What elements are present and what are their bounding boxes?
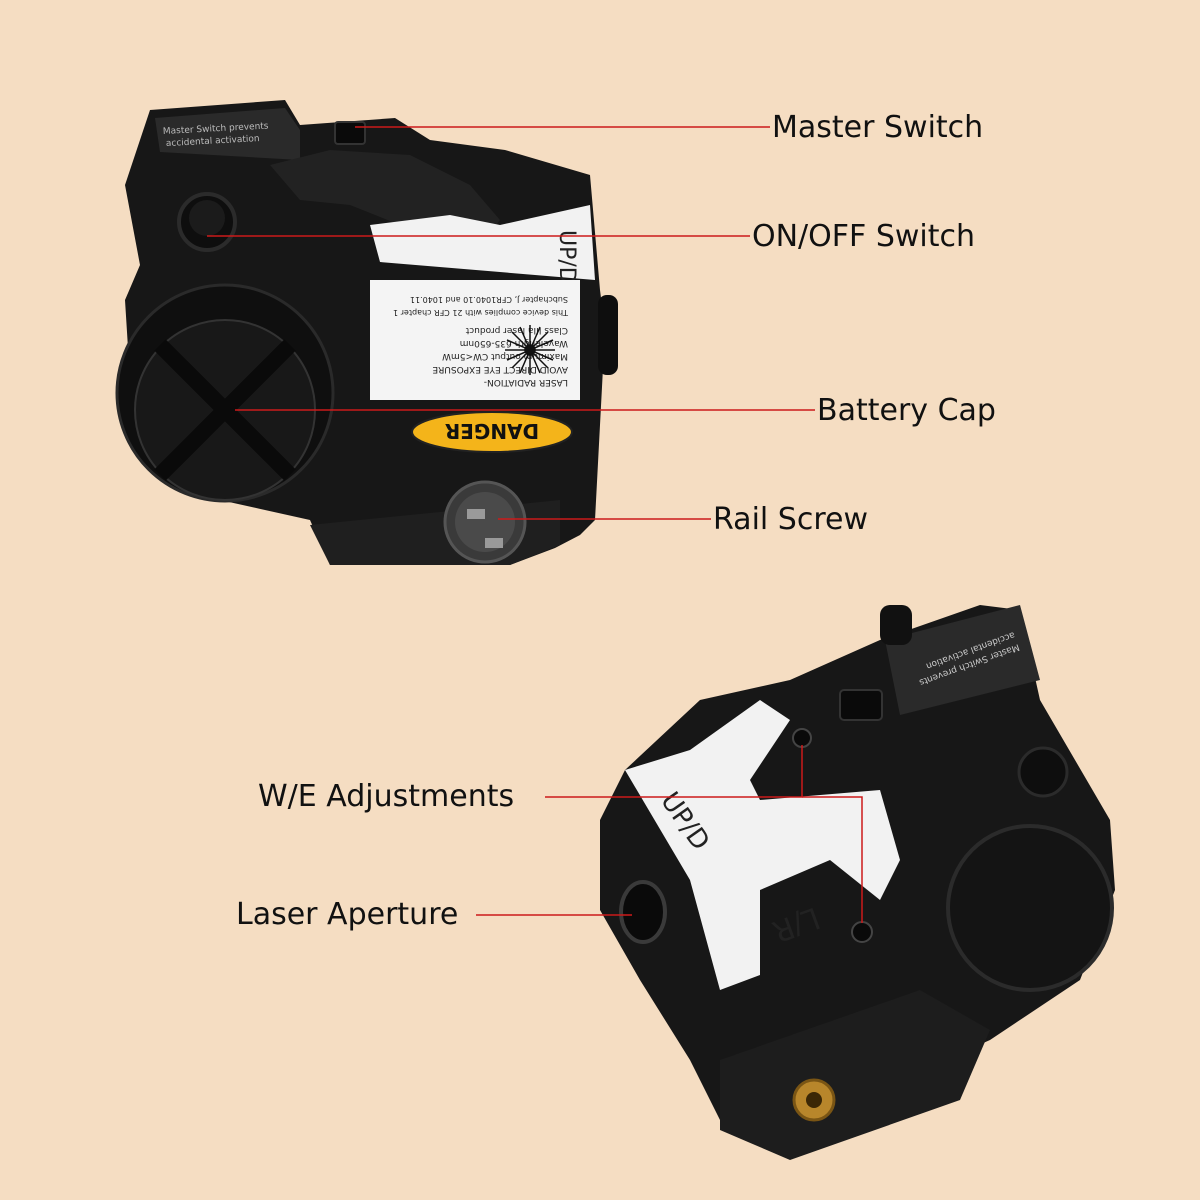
warning-text-1: LASER RADIATION- (484, 377, 568, 387)
bottom-onoff-switch[interactable] (1017, 746, 1069, 798)
bottom-adjust-sticker (625, 700, 900, 990)
warning-text-6: This device complies with 21 CFR chapter… (393, 308, 569, 317)
top-updown-sticker (370, 205, 595, 280)
callout-onoff-switch: ON/OFF Switch (752, 219, 976, 254)
master-plate-text-2: accidental activation (166, 134, 260, 149)
bottom-device-rail (720, 990, 990, 1160)
laser-starburst-icon (505, 325, 555, 375)
top-device-top-plate (155, 108, 300, 160)
bottom-top-button (880, 605, 912, 645)
bottom-laser-device: Master Switch prevents accidental activa… (600, 605, 1115, 1160)
master-switch[interactable] (334, 121, 366, 145)
rail-screw-head (455, 492, 515, 552)
callout-master-switch: Master Switch (772, 110, 984, 145)
danger-sticker (411, 411, 573, 453)
side-switch (598, 295, 618, 375)
warning-text-2: AVOID DIRECT EYE EXPOSURE (432, 364, 568, 374)
brass-screw-hole (806, 1092, 822, 1108)
warning-text-3: Maximum output CW<5mW (442, 351, 568, 361)
callout-we-adjustments: W/E Adjustments (258, 779, 515, 814)
warning-text-7: Subchapter J, CFR1040.10 and 1040.11 (410, 295, 568, 304)
top-updown-label: UP/D (554, 230, 579, 284)
callout-rail-screw: Rail Screw (713, 502, 868, 537)
laser-aperture[interactable] (619, 880, 667, 944)
top-laser-device: Master Switch prevents accidental activa… (115, 100, 618, 565)
warning-label (370, 280, 580, 400)
battery-cap-cross (154, 339, 296, 481)
callout-battery-cap: Battery Cap (817, 393, 996, 428)
bottom-device-top-plate (885, 605, 1040, 715)
bottom-master-switch[interactable] (839, 689, 883, 721)
elevation-adjuster[interactable] (792, 728, 812, 748)
rail-screw-slot-2 (485, 538, 503, 548)
rail-screw-slot-1 (467, 509, 485, 519)
danger-label: DANGER (445, 419, 539, 443)
callout-laser-aperture: Laser Aperture (236, 897, 459, 932)
windage-adjuster[interactable] (851, 921, 873, 943)
leader-we-windage (802, 796, 863, 923)
leader-lines (207, 126, 863, 923)
bottom-battery-cap[interactable] (946, 824, 1114, 992)
warning-text-5: Class IIIa laser product (465, 325, 568, 335)
onoff-switch-cap (189, 200, 225, 236)
